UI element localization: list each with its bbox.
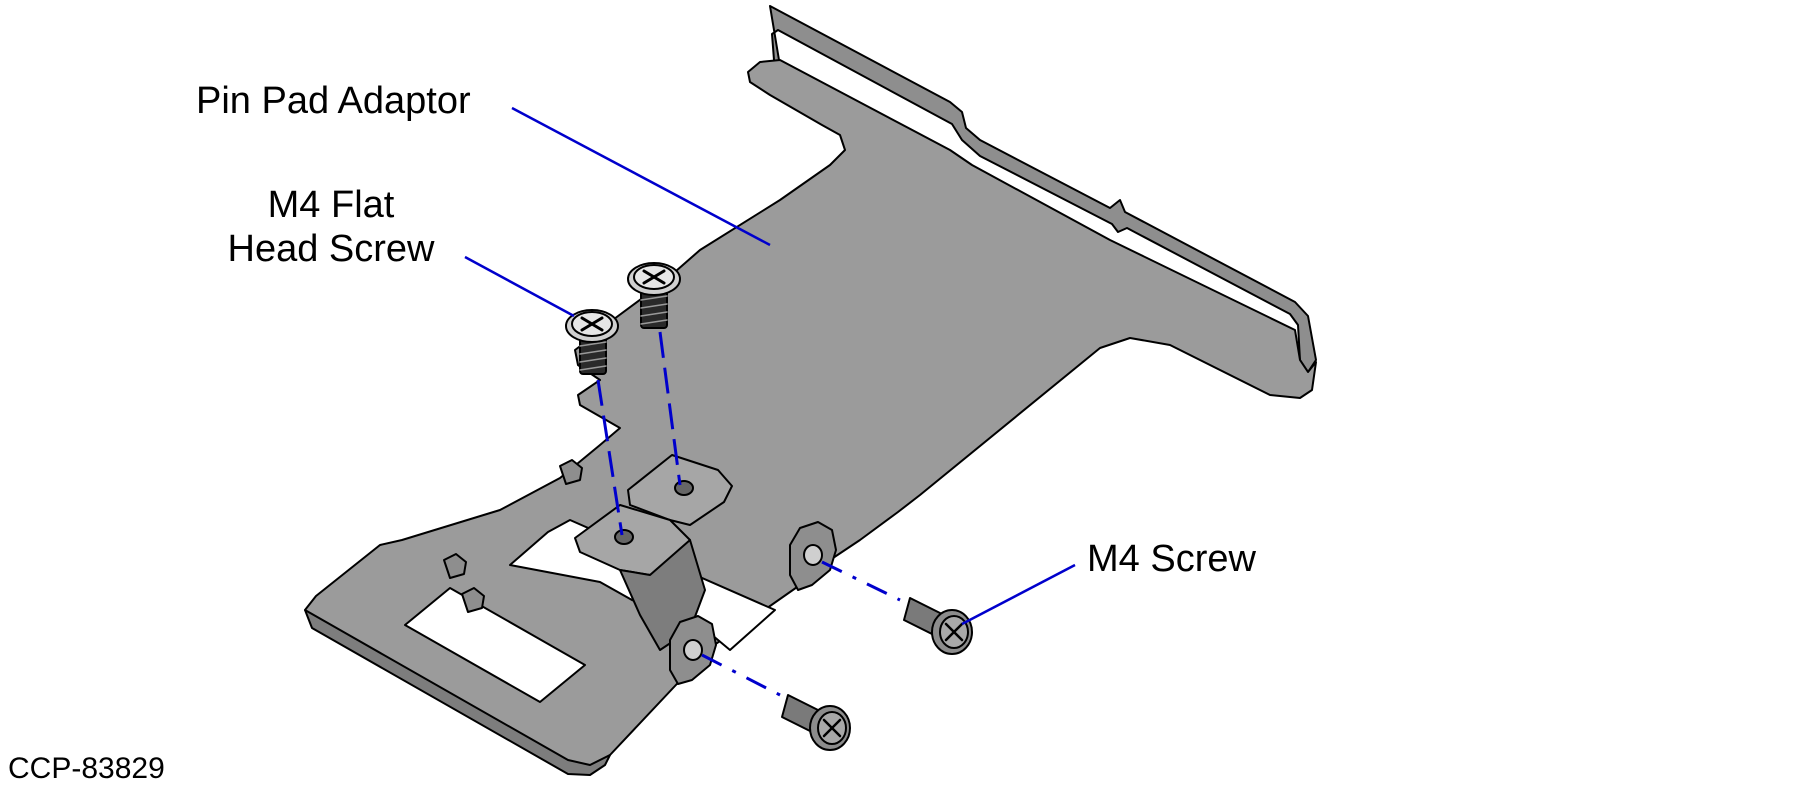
assembly-centerlines	[596, 331, 901, 697]
leader-m4-screw	[961, 563, 1076, 626]
label-pin-pad-adaptor: Pin Pad Adaptor	[196, 80, 471, 122]
figure-id: CCP-83829	[8, 752, 165, 785]
phillips-cross-icon	[944, 622, 964, 642]
leader-lines	[464, 106, 1076, 626]
label-flat-head-screw-line2: Head Screw	[227, 227, 435, 270]
adaptor-front-edge	[304, 609, 611, 776]
adaptor-slot-front	[404, 587, 586, 703]
flat-head-screw-right	[627, 262, 681, 329]
side-ear-right-hole	[803, 544, 823, 566]
leader-flat-head-screw	[464, 255, 575, 318]
label-flat-head-screw: M4 Flat Head Screw	[216, 184, 446, 271]
leader-pin-pad-adaptor	[511, 106, 771, 247]
flat-head-screw-left	[565, 309, 619, 375]
side-ear-left-hole	[683, 639, 703, 661]
adaptor-top-panel	[304, 59, 1317, 771]
stud-front	[461, 587, 485, 613]
phillips-cross-icon	[822, 718, 842, 738]
pin-pad-adaptor-plate	[304, 5, 1317, 776]
m4-screw-lower	[781, 694, 851, 751]
tab-hole-rear	[674, 480, 694, 496]
tab-hole-front	[614, 529, 634, 545]
stud-lower	[443, 553, 467, 579]
stud-upper	[559, 459, 583, 485]
phillips-cross-icon	[642, 269, 666, 285]
phillips-cross-icon	[580, 316, 604, 332]
m4-screw-upper	[903, 597, 973, 655]
label-m4-screw: M4 Screw	[1087, 538, 1256, 580]
adaptor-upper-flange	[769, 5, 1317, 373]
label-flat-head-screw-line1: M4 Flat	[267, 184, 395, 226]
